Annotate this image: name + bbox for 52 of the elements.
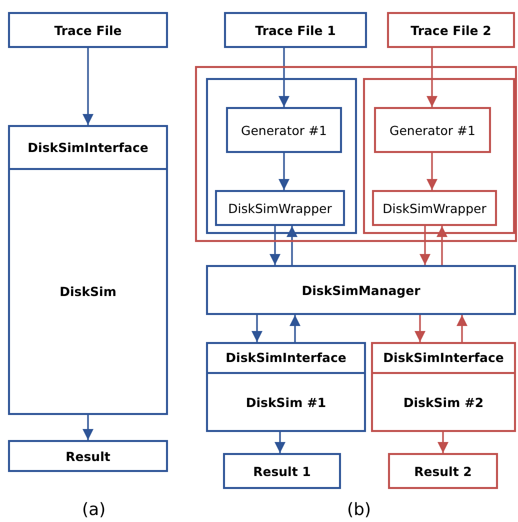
process-box bbox=[388, 453, 498, 489]
node-text: DiskSim bbox=[58, 283, 118, 301]
arrow bbox=[278, 153, 290, 190]
process-box bbox=[8, 440, 168, 472]
process-box bbox=[215, 190, 345, 226]
process-box bbox=[371, 342, 516, 432]
node-text: Result 1 bbox=[252, 462, 312, 480]
node-text: Generator #1 bbox=[388, 122, 476, 140]
arrow bbox=[436, 226, 448, 265]
node-text: Trace File 2 bbox=[410, 22, 492, 40]
group-frame bbox=[206, 78, 357, 234]
process-box bbox=[8, 125, 168, 415]
container-frame bbox=[195, 66, 517, 242]
process-box bbox=[387, 12, 515, 48]
node-text: DiskSimManager bbox=[300, 282, 422, 300]
arrow bbox=[437, 432, 449, 453]
header-text: DiskSimInterface bbox=[208, 344, 364, 374]
process-box bbox=[226, 107, 342, 153]
arrow bbox=[269, 226, 281, 265]
arrow bbox=[419, 226, 431, 265]
panel-label: (b) bbox=[347, 500, 372, 520]
node-text: DiskSimWrapper bbox=[382, 200, 488, 218]
arrow bbox=[82, 415, 94, 440]
node-text: DiskSimWrapper bbox=[227, 200, 333, 218]
node-text: Trace File bbox=[53, 22, 123, 40]
header-text: DiskSimInterface bbox=[373, 344, 514, 374]
process-box bbox=[8, 12, 168, 48]
node-text: DiskSim #2 bbox=[402, 394, 485, 412]
arrow bbox=[82, 48, 94, 125]
arrow bbox=[426, 153, 438, 190]
panel-label: (a) bbox=[82, 500, 106, 520]
node-text: DiskSim #1 bbox=[244, 394, 328, 412]
arrow bbox=[414, 315, 426, 342]
arrow bbox=[274, 432, 286, 453]
arrow bbox=[251, 315, 263, 342]
node-text: Result bbox=[64, 448, 112, 466]
process-box bbox=[223, 453, 341, 489]
process-box bbox=[372, 190, 497, 226]
arrow bbox=[289, 315, 301, 342]
arrow bbox=[278, 48, 290, 107]
node-text: Result 2 bbox=[413, 462, 473, 480]
group-frame bbox=[363, 78, 515, 234]
header-text: DiskSimInterface bbox=[10, 127, 166, 170]
process-box bbox=[206, 342, 366, 432]
process-box bbox=[206, 265, 516, 315]
arrow bbox=[426, 48, 438, 107]
process-box bbox=[224, 12, 367, 48]
process-box bbox=[374, 107, 491, 153]
arrow bbox=[456, 315, 468, 342]
arrow bbox=[286, 226, 298, 265]
node-text: Generator #1 bbox=[240, 122, 328, 140]
node-text: Trace File 1 bbox=[254, 22, 337, 40]
